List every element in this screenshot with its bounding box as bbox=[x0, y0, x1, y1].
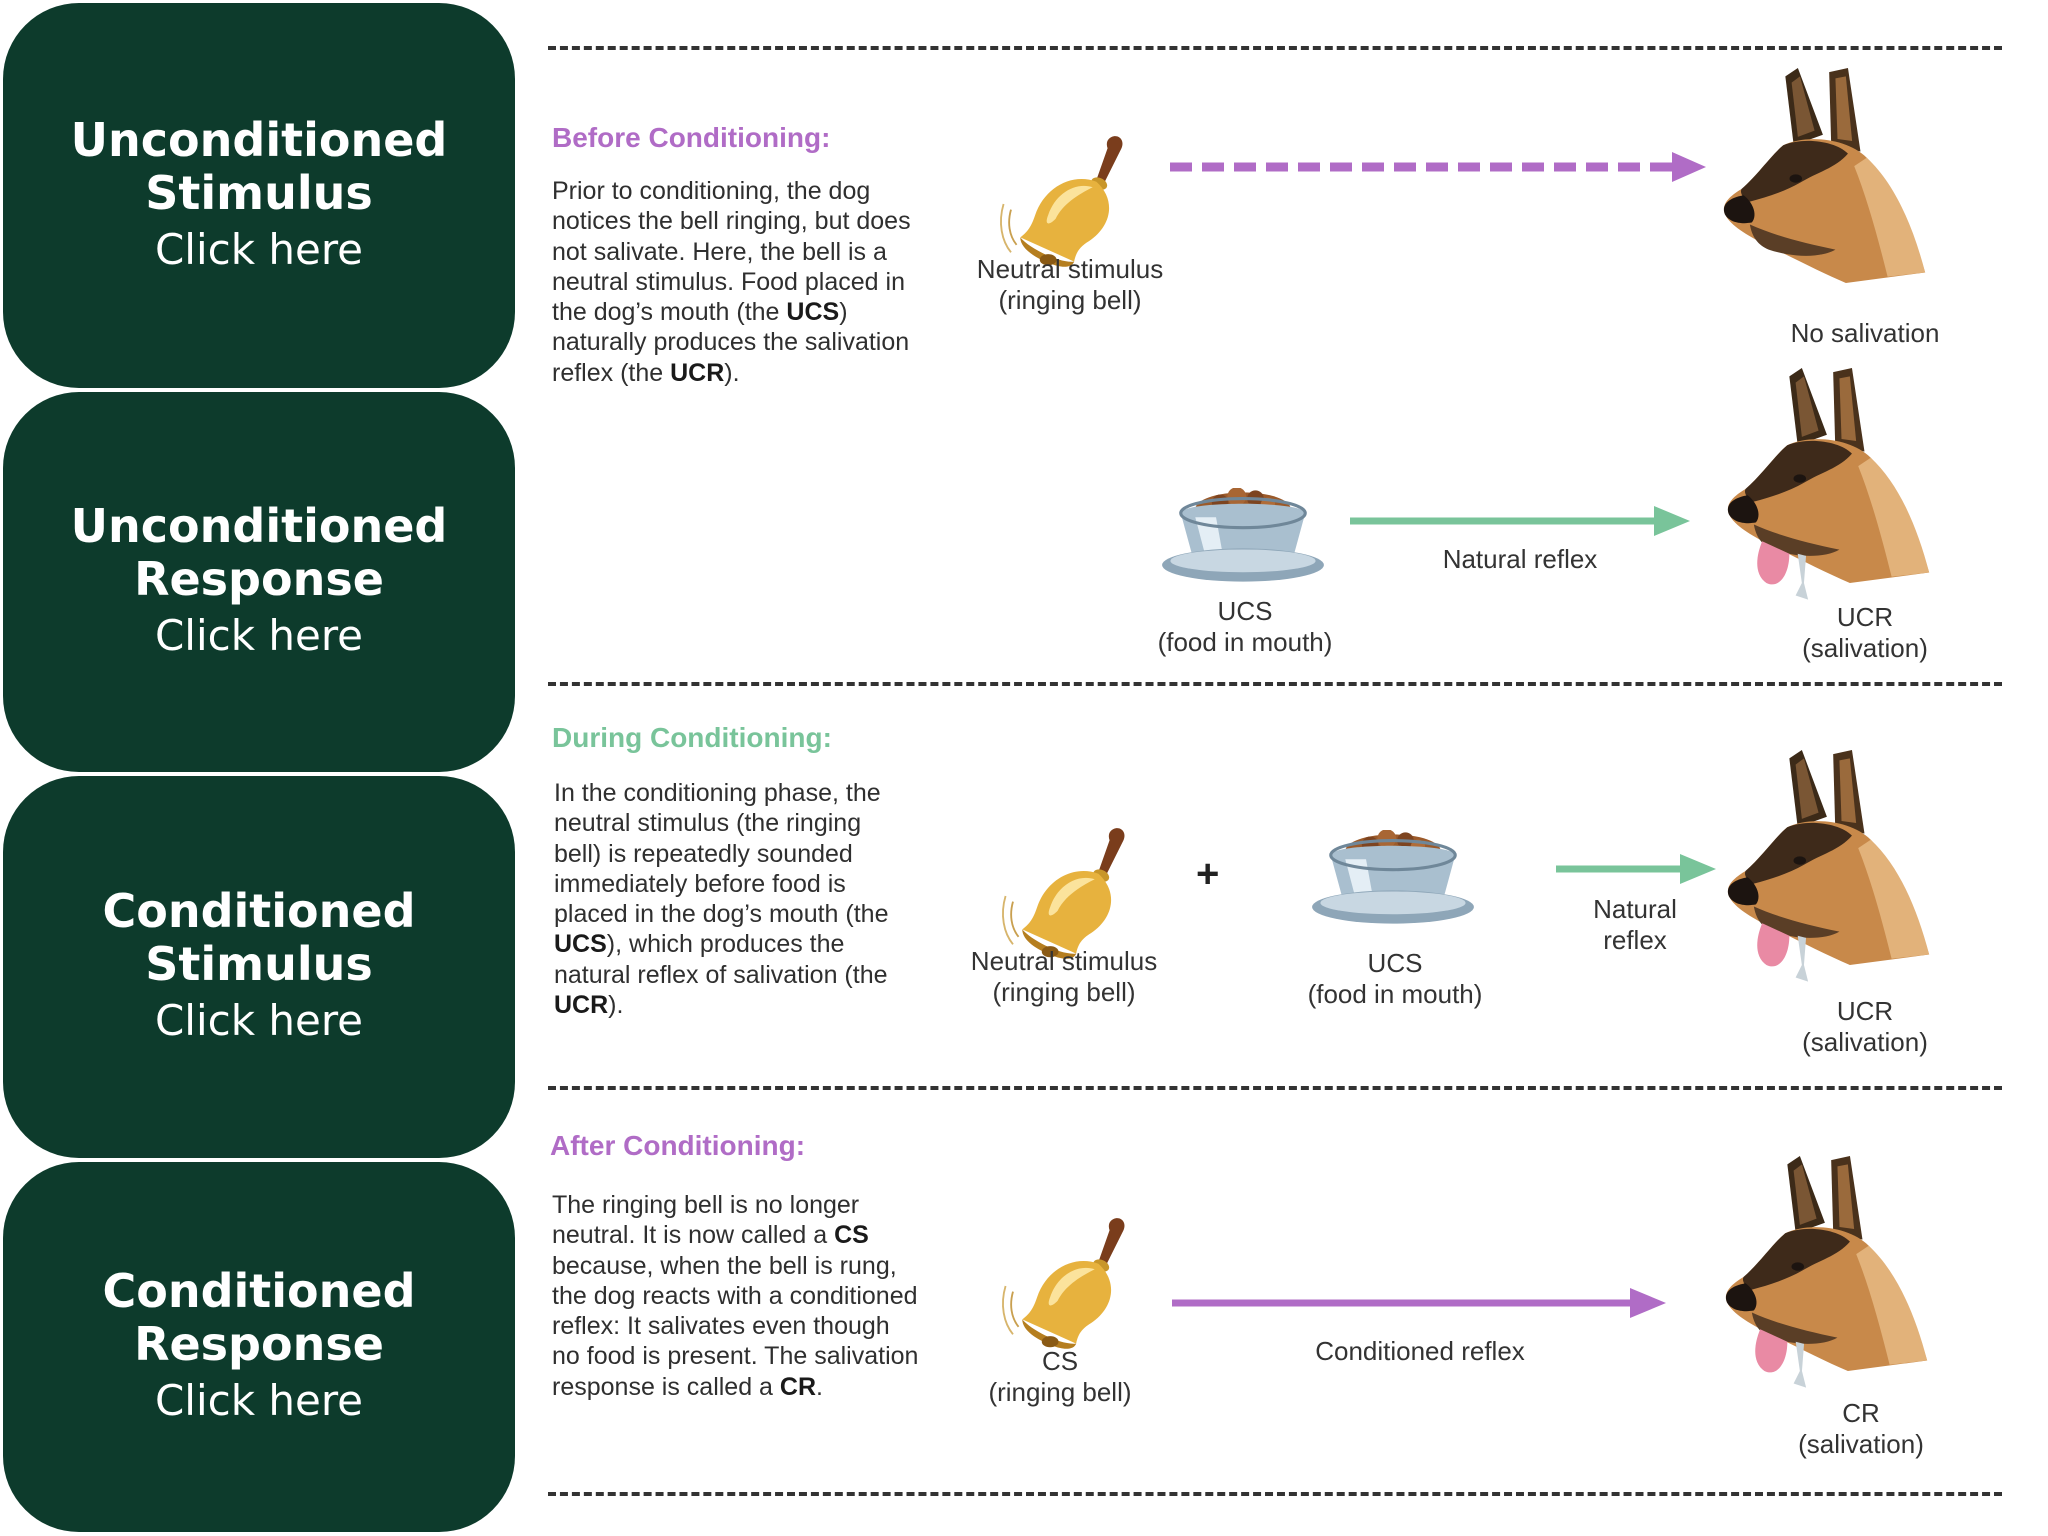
button-title: Response bbox=[134, 552, 384, 606]
during-heading: During Conditioning: bbox=[552, 722, 832, 753]
ucs-food-label: UCS(food in mouth) bbox=[1307, 948, 1483, 1009]
button-cta: Click here bbox=[154, 224, 364, 274]
dashed-arrow bbox=[1170, 152, 1706, 182]
divider bbox=[548, 682, 2002, 686]
button-title: Conditioned bbox=[102, 884, 416, 938]
ucr-salivation-label: UCR(salivation) bbox=[1802, 996, 1928, 1057]
no-salivation-label: No salivation bbox=[1790, 318, 1940, 348]
natural-reflex-arrow bbox=[1556, 854, 1716, 884]
food-bowl-icon bbox=[1160, 488, 1326, 584]
conditioned-response-button[interactable]: Conditioned Response Click here bbox=[3, 1162, 515, 1532]
divider bbox=[548, 1086, 2002, 1090]
button-title: Unconditioned bbox=[70, 112, 448, 167]
dog-icon bbox=[1723, 68, 1926, 283]
natural-reflex-label: Natural reflex bbox=[1442, 544, 1598, 574]
cr-salivation-label: CR(salivation) bbox=[1798, 1398, 1924, 1459]
button-cta: Click here bbox=[154, 996, 364, 1045]
after-description: The ringing bell is no longer neutral. I… bbox=[552, 1191, 919, 1401]
conditioned-reflex-label: Conditioned reflex bbox=[1315, 1336, 1525, 1366]
natural-reflex-arrow bbox=[1350, 506, 1690, 536]
bell-icon bbox=[1002, 1217, 1126, 1350]
plus-sign: + bbox=[1196, 852, 1220, 896]
button-title: Stimulus bbox=[145, 165, 373, 220]
button-title: Conditioned bbox=[102, 1264, 416, 1318]
divider bbox=[548, 46, 2002, 50]
salivating-dog-icon bbox=[1727, 750, 1930, 982]
salivating-dog-icon bbox=[1725, 1156, 1928, 1388]
button-title: Unconditioned bbox=[70, 499, 448, 553]
ucs-food-label: UCS(food in mouth) bbox=[1157, 596, 1333, 657]
conditioned-reflex-arrow bbox=[1172, 1288, 1666, 1318]
before-heading: Before Conditioning: bbox=[552, 122, 831, 153]
conditioned-stimulus-button[interactable]: Conditioned Stimulus Click here bbox=[3, 776, 515, 1158]
button-title: Stimulus bbox=[145, 937, 373, 991]
button-title: Response bbox=[134, 1317, 384, 1371]
after-heading: After Conditioning: bbox=[550, 1130, 806, 1161]
before-description: Prior to conditioning, the dog notices t… bbox=[552, 177, 911, 387]
salivating-dog-icon bbox=[1727, 368, 1930, 600]
cs-bell-label: CS(ringing bell) bbox=[988, 1346, 1132, 1407]
food-bowl-icon bbox=[1310, 830, 1476, 926]
during-description: In the conditioning phase, the neutral s… bbox=[554, 779, 889, 1020]
ucr-salivation-label: UCR(salivation) bbox=[1802, 602, 1928, 663]
divider bbox=[548, 1492, 2002, 1496]
neutral-stimulus-label: Neutral stimulus(ringing bell) bbox=[970, 946, 1158, 1007]
neutral-stimulus-label: Neutral stimulus(ringing bell) bbox=[976, 254, 1164, 315]
button-cta: Click here bbox=[154, 1376, 364, 1425]
unconditioned-stimulus-button[interactable]: Unconditioned Stimulus Click here bbox=[3, 3, 515, 388]
unconditioned-response-button[interactable]: Unconditioned Response Click here bbox=[3, 392, 515, 772]
button-cta: Click here bbox=[154, 611, 364, 660]
